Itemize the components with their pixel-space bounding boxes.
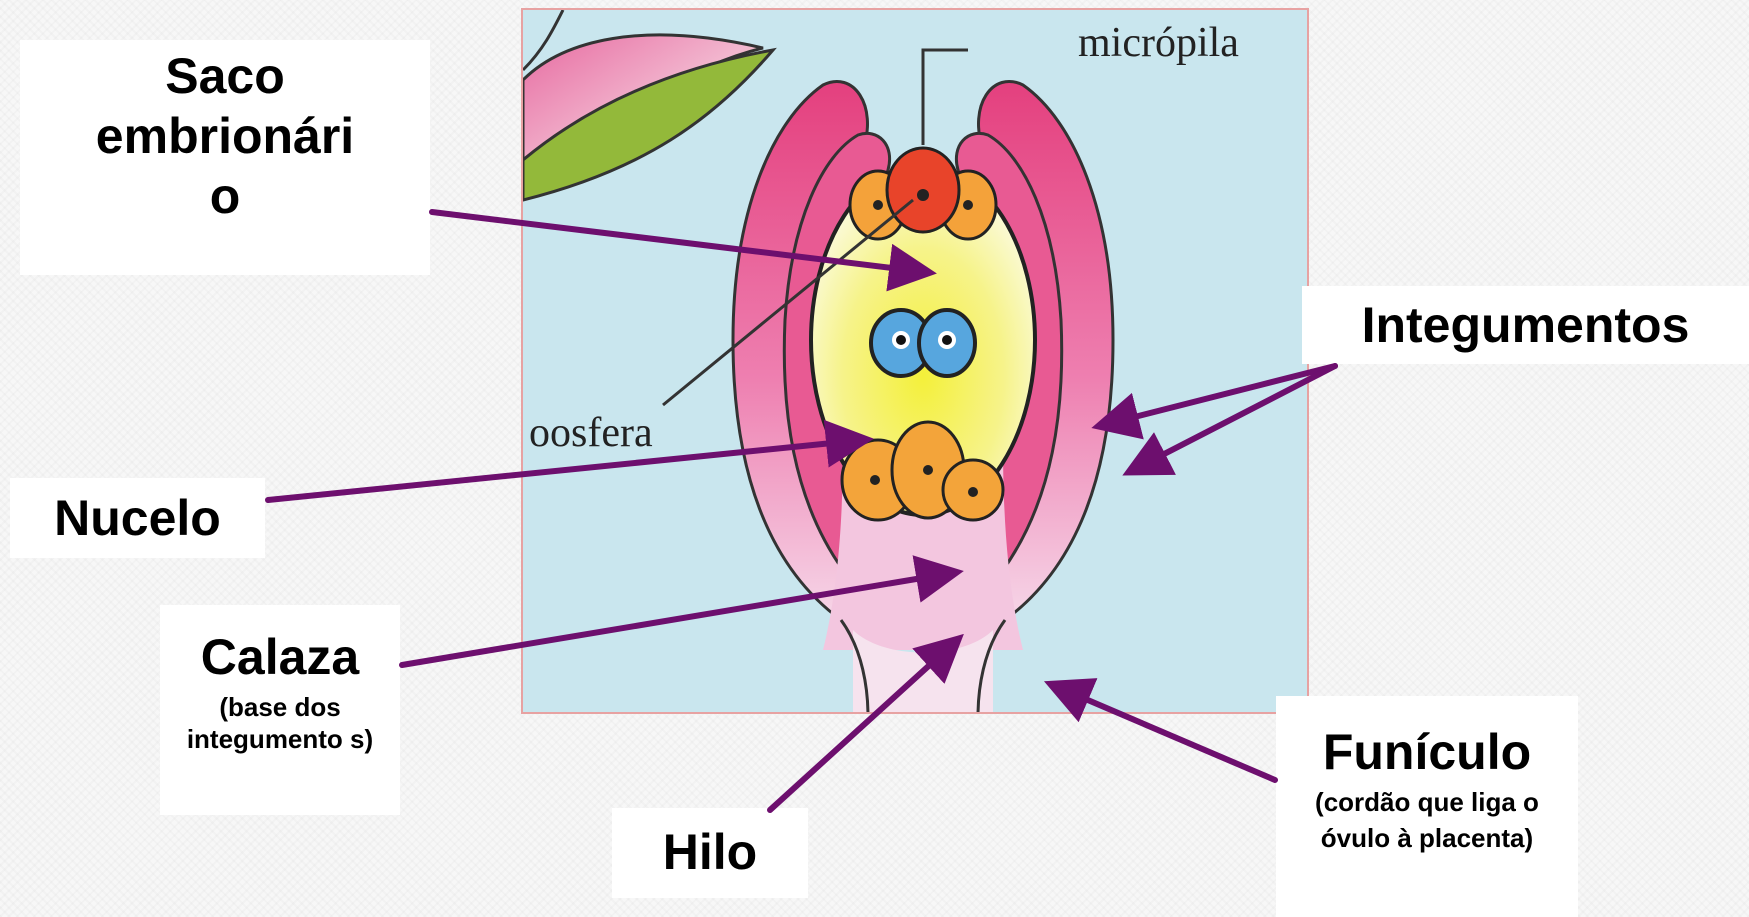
- integumentos-text: Integumentos: [1302, 295, 1749, 355]
- label-integumentos: Integumentos: [1302, 286, 1749, 364]
- label-funiculo: Funículo (cordão que liga o óvulo à plac…: [1276, 696, 1578, 917]
- oosfera-label: oosfera: [529, 410, 653, 456]
- ovule-illustration: micrópila oosfera: [521, 8, 1309, 714]
- label-calaza: Calaza (base dos integumento s): [160, 605, 400, 815]
- label-nucelo: Nucelo: [10, 478, 265, 558]
- micropila-label: micrópila: [1078, 20, 1239, 66]
- funiculo-note: (cordão que liga o óvulo à placenta): [1276, 784, 1578, 856]
- funiculo-title: Funículo: [1276, 722, 1578, 782]
- ovule-drawing: [523, 10, 1309, 714]
- micropila-leader: [923, 50, 968, 145]
- calaza-title: Calaza: [160, 627, 400, 687]
- nucelo-text: Nucelo: [10, 488, 265, 548]
- label-hilo: Hilo: [612, 808, 808, 898]
- label-saco-embrionario: Saco embrionári o: [20, 40, 430, 275]
- saco-text: Saco embrionári o: [20, 46, 430, 226]
- hilo-text: Hilo: [612, 822, 808, 882]
- calaza-note: (base dos integumento s): [160, 691, 400, 755]
